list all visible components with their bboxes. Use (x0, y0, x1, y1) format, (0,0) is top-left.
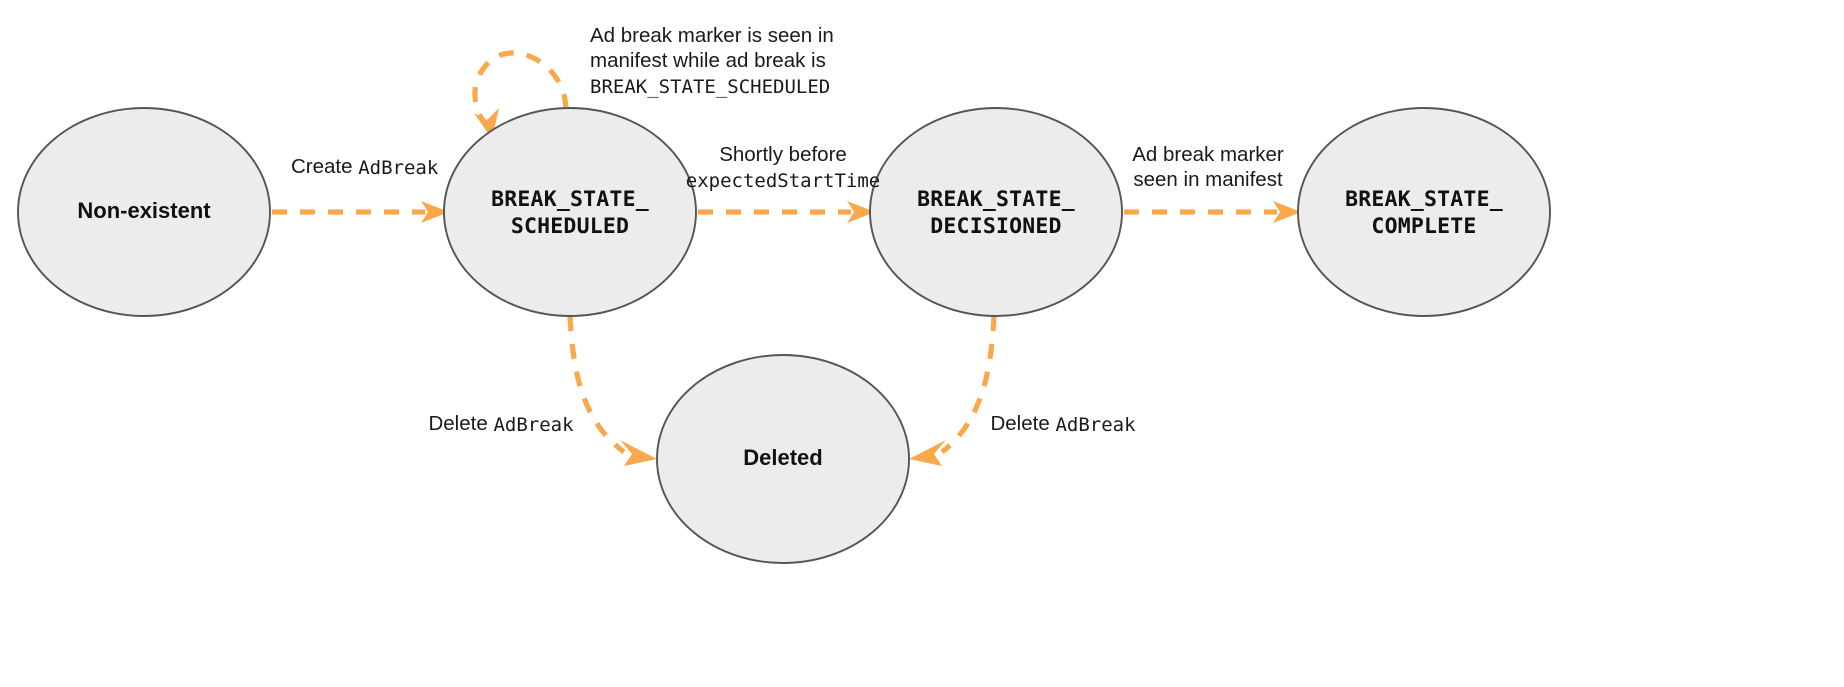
edge-label-self-loop: Ad break marker is seen in manifest whil… (590, 24, 834, 97)
edge-delete-from-scheduled-line (567, 315, 626, 455)
node-break-state-complete[interactable]: BREAK_STATE_ COMPLETE (1297, 107, 1551, 317)
node-break-state-decisioned[interactable]: BREAK_STATE_ DECISIONED (869, 107, 1123, 317)
edge-delete-from-scheduled-arrowhead (620, 440, 657, 466)
edge-label-self-loop-line3: BREAK_STATE_SCHEDULED (590, 76, 830, 98)
edge-shortly-before-arrowhead (847, 201, 875, 223)
node-deleted-label: Deleted (743, 445, 822, 470)
edge-label-shortly-before-line1: Shortly before (719, 143, 847, 166)
edge-delete-adbreak-from-decisioned[interactable] (909, 315, 997, 466)
node-deleted[interactable]: Deleted (656, 354, 910, 564)
edge-label-create-adbreak: Create AdBreak (291, 155, 439, 178)
node-non-existent-shape (17, 107, 271, 317)
edge-label-delete-from-scheduled: Delete AdBreak (428, 412, 574, 435)
edge-label-self-loop-line2: manifest while ad break is (590, 49, 826, 72)
edge-label-delete-from-scheduled-line1: Delete AdBreak (428, 412, 574, 435)
node-break-state-scheduled-shape (443, 107, 697, 317)
node-break-state-scheduled-label-line2: SCHEDULED (511, 214, 629, 239)
edge-label-self-loop-line1: Ad break marker is seen in (590, 24, 834, 47)
edge-label-marker-seen-line2: seen in manifest (1133, 168, 1283, 191)
node-break-state-complete-label-line2: COMPLETE (1371, 214, 1476, 239)
edge-label-delete-from-decisioned-line1: Delete AdBreak (990, 412, 1136, 435)
node-break-state-decisioned-shape (869, 107, 1123, 317)
edge-shortly-before-expected-start-time[interactable] (698, 201, 875, 223)
node-non-existent[interactable]: Non-existent (17, 107, 271, 317)
edge-self-loop-line (472, 50, 569, 129)
node-break-state-decisioned-label-line2: DECISIONED (930, 214, 1061, 239)
edge-delete-from-decisioned-line (940, 315, 997, 455)
node-break-state-decisioned-label-line1: BREAK_STATE_ (917, 187, 1075, 212)
edge-label-marker-seen-line1: Ad break marker (1132, 143, 1284, 166)
node-break-state-complete-shape (1297, 107, 1551, 317)
node-break-state-scheduled[interactable]: BREAK_STATE_ SCHEDULED (443, 107, 697, 317)
edge-marker-seen-arrowhead (1273, 201, 1301, 223)
edge-delete-from-decisioned-arrowhead (909, 440, 946, 466)
node-break-state-scheduled-label-line1: BREAK_STATE_ (491, 187, 649, 212)
edge-label-shortly-before: Shortly before expectedStartTime (686, 143, 880, 191)
edge-delete-adbreak-from-scheduled[interactable] (567, 315, 657, 466)
edge-label-marker-seen-in-manifest: Ad break marker seen in manifest (1132, 143, 1284, 191)
edge-ad-break-marker-seen-in-manifest[interactable] (1124, 201, 1301, 223)
node-non-existent-label: Non-existent (77, 198, 211, 223)
edge-create-adbreak[interactable] (272, 201, 449, 223)
edge-label-delete-from-decisioned: Delete AdBreak (990, 412, 1136, 435)
edge-label-shortly-before-line2: expectedStartTime (686, 170, 880, 192)
edge-create-adbreak-arrowhead (421, 201, 449, 223)
node-deleted-shape (656, 354, 910, 564)
edge-label-create-adbreak-line1: Create AdBreak (291, 155, 439, 178)
node-break-state-complete-label-line1: BREAK_STATE_ (1345, 187, 1503, 212)
